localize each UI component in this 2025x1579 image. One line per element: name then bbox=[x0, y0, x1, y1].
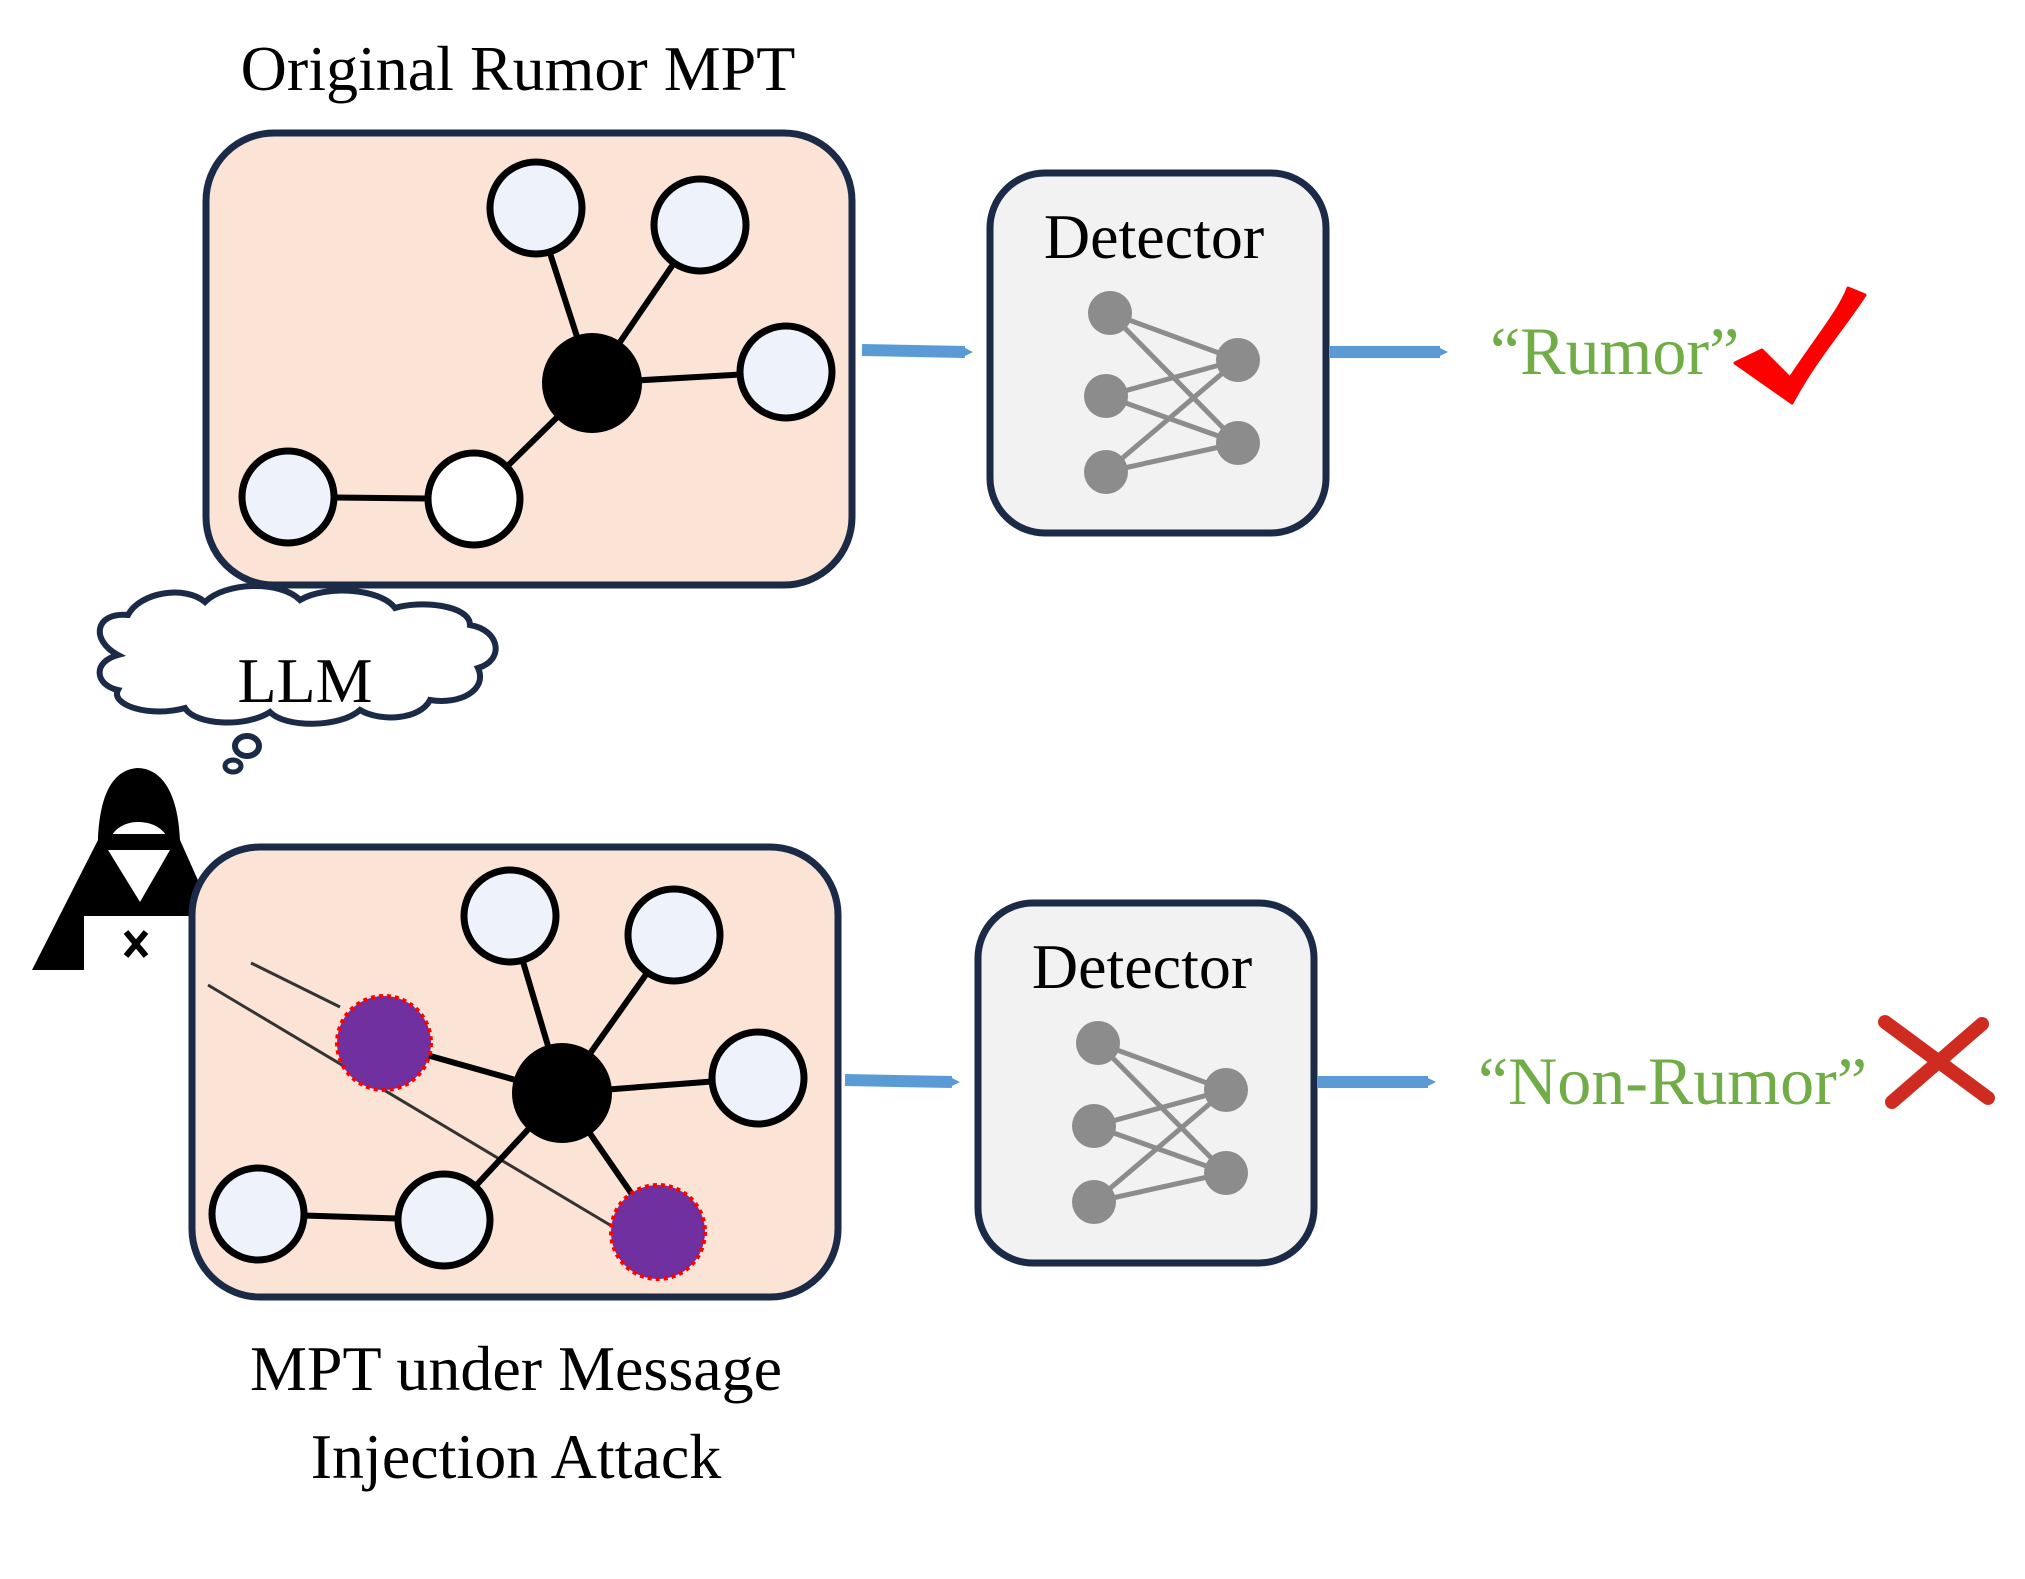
graph-center-node bbox=[542, 333, 642, 433]
result-non-rumor: “Non-Rumor” bbox=[1478, 1043, 1867, 1119]
arrow-to-detector-bottom bbox=[844, 1074, 960, 1088]
neural-net-icon bbox=[1084, 291, 1260, 494]
check-icon bbox=[1733, 286, 1867, 405]
detector-top: Detector bbox=[986, 169, 1330, 537]
neural-net-icon bbox=[1072, 1021, 1248, 1224]
graph-node bbox=[650, 175, 750, 275]
thought-cloud: LLM bbox=[96, 582, 499, 775]
injected-node bbox=[609, 1183, 707, 1281]
graph-node bbox=[736, 322, 836, 422]
top-graph-title: Original Rumor MPT bbox=[241, 33, 796, 104]
attacked-mpt-panel bbox=[188, 843, 842, 1301]
hacker-icon bbox=[32, 768, 238, 972]
cross-icon bbox=[1878, 1015, 1995, 1109]
attacked-graph-title-line1: MPT under Message bbox=[250, 1333, 782, 1404]
graph-center-node bbox=[512, 1043, 612, 1143]
detector-label: Detector bbox=[1032, 931, 1252, 1002]
graph-node bbox=[624, 885, 724, 985]
injected-node bbox=[335, 994, 433, 1092]
original-mpt-panel bbox=[202, 129, 856, 589]
graph-node bbox=[486, 158, 586, 258]
detector-label: Detector bbox=[1044, 201, 1264, 272]
detector-bottom: Detector bbox=[974, 899, 1318, 1267]
llm-thought-label: LLM bbox=[237, 645, 372, 716]
attacked-graph-title-line2: Injection Attack bbox=[311, 1421, 722, 1492]
result-rumor: “Rumor” bbox=[1490, 313, 1739, 389]
arrow-to-detector-top bbox=[861, 344, 973, 358]
graph-node bbox=[708, 1028, 808, 1128]
graph-node bbox=[394, 1170, 494, 1270]
graph-node bbox=[460, 866, 560, 966]
graph-node bbox=[424, 449, 524, 549]
graph-node bbox=[208, 1164, 308, 1264]
graph-node bbox=[238, 447, 338, 547]
